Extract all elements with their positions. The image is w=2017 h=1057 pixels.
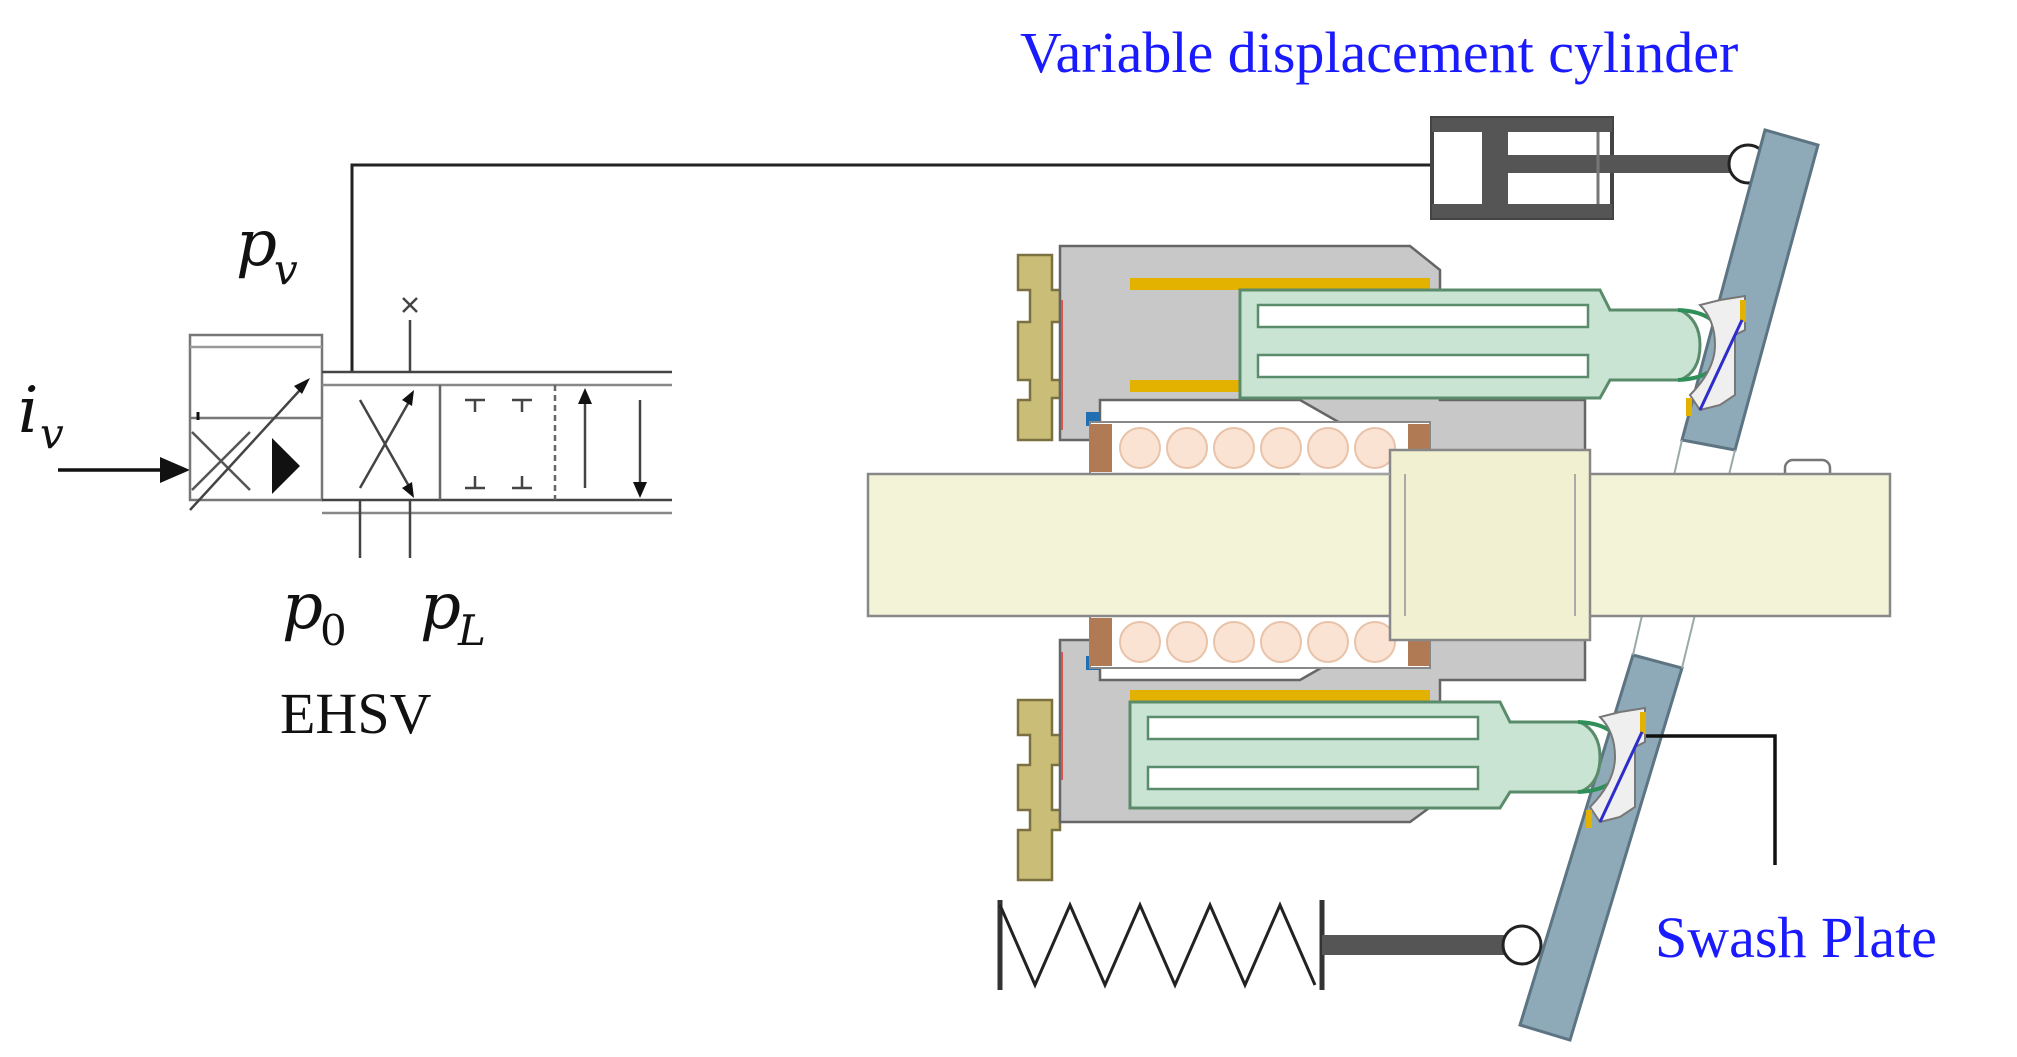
symbol-iv: i v <box>18 374 64 458</box>
control-line <box>350 163 1432 372</box>
symbol-iv-sub: v <box>40 409 64 458</box>
lower-bearing <box>1089 615 1431 669</box>
variable-displacement-cylinder <box>1430 116 1769 220</box>
swash-plate-label: Swash Plate <box>1655 905 1937 970</box>
valve-label: EHSV <box>280 681 432 746</box>
symbol-pL-sub: L <box>457 606 486 655</box>
upper-bearing <box>1089 421 1431 475</box>
ehsv-valve-symbol <box>188 297 672 558</box>
input-arrow <box>58 457 190 483</box>
return-spring <box>997 900 1543 990</box>
symbol-pv-sub: v <box>274 245 298 294</box>
upper-piston <box>1130 278 1746 416</box>
symbol-p0-main: p <box>282 570 323 644</box>
cylinder-label: Variable displacement cylinder <box>1020 20 1738 85</box>
symbol-pv-main: p <box>236 207 277 281</box>
symbol-pL: p L <box>420 570 486 655</box>
symbol-pL-main: p <box>420 570 461 644</box>
symbol-p0-sub: 0 <box>320 606 347 655</box>
lower-piston <box>1128 690 1646 828</box>
symbol-p0: p 0 <box>282 570 347 655</box>
symbol-iv-main: i <box>18 374 38 448</box>
drive-shaft <box>866 448 1892 642</box>
symbol-pv: p v <box>236 207 298 294</box>
